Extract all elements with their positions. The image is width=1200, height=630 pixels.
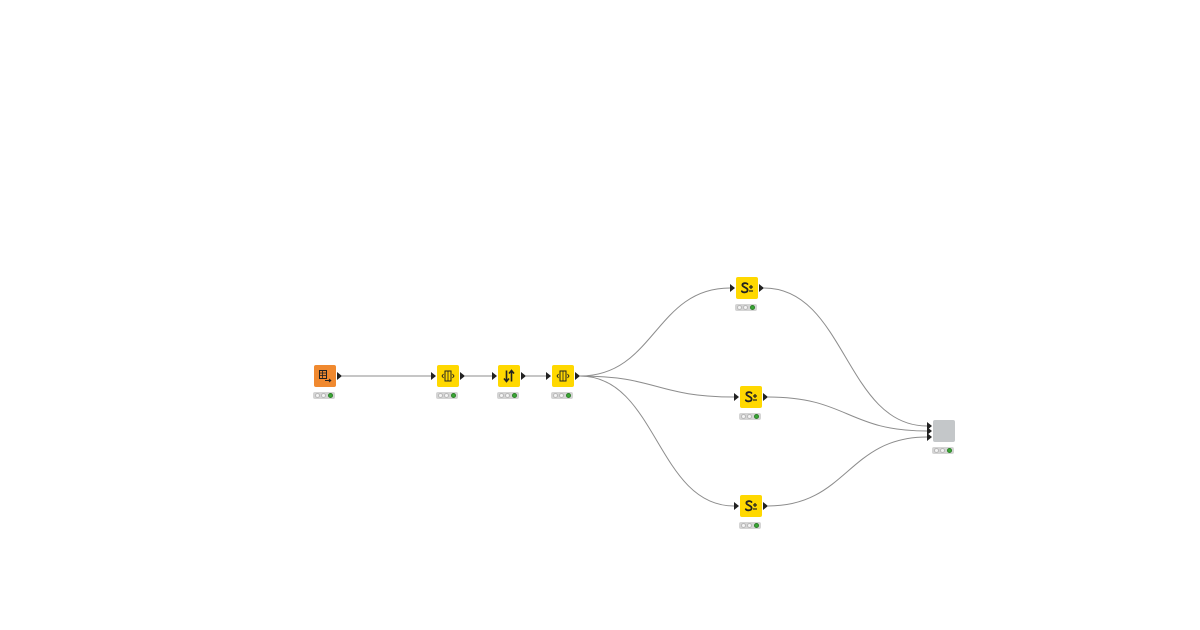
status-light-yellow bbox=[747, 523, 753, 528]
status-light-yellow bbox=[444, 393, 450, 398]
node-component-body[interactable] bbox=[933, 420, 955, 442]
node-column-filter-1-in-port[interactable] bbox=[431, 372, 436, 380]
column-filter-icon bbox=[441, 370, 455, 382]
status-light-green bbox=[754, 523, 760, 528]
node-column-filter-1-status bbox=[436, 392, 458, 399]
node-table-reader-body[interactable] bbox=[314, 365, 336, 387]
string-manipulation-icon bbox=[740, 282, 753, 294]
status-light-yellow bbox=[747, 414, 753, 419]
status-light-yellow bbox=[321, 393, 327, 398]
column-filter-icon bbox=[556, 370, 570, 382]
node-string-manipulation-3-out-port[interactable] bbox=[763, 502, 768, 510]
status-light-yellow bbox=[940, 448, 946, 453]
node-component-in-port-3[interactable] bbox=[927, 433, 932, 441]
status-light-green bbox=[512, 393, 518, 398]
node-string-manipulation-1-status bbox=[735, 304, 757, 311]
status-light-green bbox=[328, 393, 334, 398]
status-light-green bbox=[754, 414, 760, 419]
string-manipulation-icon bbox=[744, 500, 757, 512]
node-string-manipulation-3-body[interactable] bbox=[740, 495, 762, 517]
node-string-manipulation-2-status bbox=[739, 413, 761, 420]
node-column-filter-2[interactable] bbox=[546, 364, 580, 400]
node-column-filter-1[interactable] bbox=[431, 364, 465, 400]
node-string-manipulation-2-in-port[interactable] bbox=[734, 393, 739, 401]
status-light-green bbox=[750, 305, 756, 310]
node-sorter[interactable] bbox=[492, 364, 526, 400]
status-light-red bbox=[498, 393, 504, 398]
status-light-red bbox=[736, 305, 742, 310]
node-string-manipulation-1-body[interactable] bbox=[736, 277, 758, 299]
status-light-yellow bbox=[559, 393, 565, 398]
status-light-red bbox=[437, 393, 443, 398]
table-export-icon bbox=[319, 370, 332, 383]
node-sorter-status bbox=[497, 392, 519, 399]
node-string-manipulation-3-in-port[interactable] bbox=[734, 502, 739, 510]
node-component[interactable] bbox=[927, 419, 956, 455]
status-light-red bbox=[740, 523, 746, 528]
node-string-manipulation-2[interactable] bbox=[734, 385, 768, 421]
node-string-manipulation-2-out-port[interactable] bbox=[763, 393, 768, 401]
node-column-filter-1-body[interactable] bbox=[437, 365, 459, 387]
node-column-filter-2-in-port[interactable] bbox=[546, 372, 551, 380]
node-table-reader[interactable] bbox=[313, 364, 342, 400]
node-component-status bbox=[932, 447, 954, 454]
node-column-filter-2-status bbox=[551, 392, 573, 399]
node-sorter-body[interactable] bbox=[498, 365, 520, 387]
connection-string-manipulation-2-to-component[interactable] bbox=[767, 396, 928, 432]
sort-arrows-icon bbox=[503, 369, 515, 383]
node-component-in-port-2[interactable] bbox=[927, 427, 932, 435]
node-column-filter-2-body[interactable] bbox=[552, 365, 574, 387]
node-string-manipulation-2-body[interactable] bbox=[740, 386, 762, 408]
node-column-filter-2-out-port[interactable] bbox=[575, 372, 580, 380]
connection-column-filter-2-to-string-manipulation-3[interactable] bbox=[579, 375, 735, 507]
status-light-red bbox=[933, 448, 939, 453]
string-manipulation-icon bbox=[744, 391, 757, 403]
status-light-green bbox=[566, 393, 572, 398]
connection-column-filter-2-to-string-manipulation-1[interactable] bbox=[579, 287, 731, 377]
node-string-manipulation-1[interactable] bbox=[730, 276, 764, 312]
node-table-reader-status bbox=[313, 392, 335, 399]
node-string-manipulation-1-out-port[interactable] bbox=[759, 284, 764, 292]
status-light-green bbox=[947, 448, 953, 453]
node-string-manipulation-3[interactable] bbox=[734, 494, 768, 530]
status-light-red bbox=[314, 393, 320, 398]
status-light-red bbox=[552, 393, 558, 398]
status-light-yellow bbox=[505, 393, 511, 398]
node-column-filter-1-out-port[interactable] bbox=[460, 372, 465, 380]
node-sorter-in-port[interactable] bbox=[492, 372, 497, 380]
connection-column-filter-2-to-string-manipulation-2[interactable] bbox=[579, 375, 735, 398]
node-component-in-port-1[interactable] bbox=[927, 422, 932, 430]
connection-string-manipulation-1-to-component[interactable] bbox=[763, 287, 928, 427]
status-light-red bbox=[740, 414, 746, 419]
node-string-manipulation-3-status bbox=[739, 522, 761, 529]
node-string-manipulation-1-in-port[interactable] bbox=[730, 284, 735, 292]
node-table-reader-out-port[interactable] bbox=[337, 372, 342, 380]
status-light-green bbox=[451, 393, 457, 398]
status-light-yellow bbox=[743, 305, 749, 310]
node-sorter-out-port[interactable] bbox=[521, 372, 526, 380]
connection-string-manipulation-3-to-component[interactable] bbox=[767, 436, 928, 507]
